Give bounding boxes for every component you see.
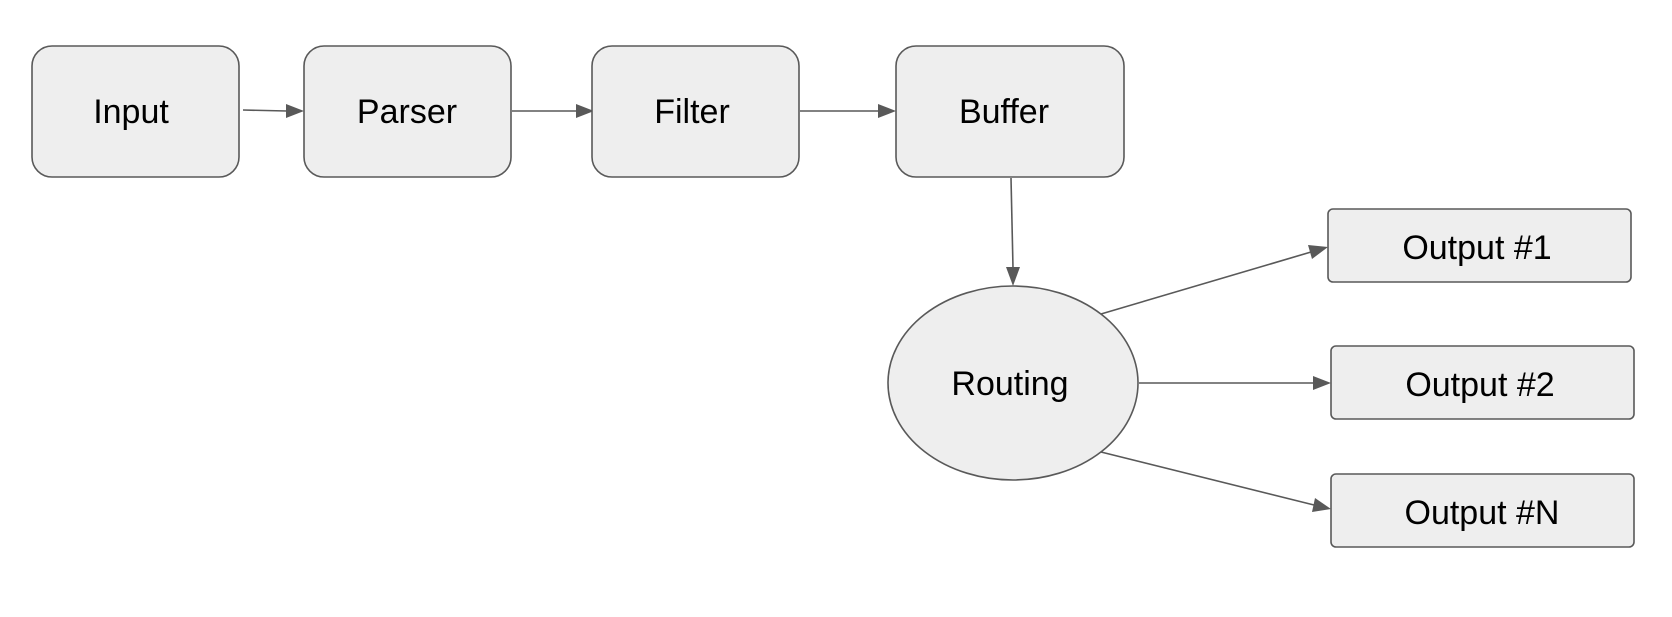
edge-routing-output2 [1139, 376, 1331, 390]
node-routing: Routing [887, 285, 1139, 481]
edge-parser-filter [512, 104, 594, 118]
node-label: Parser [357, 93, 457, 131]
node-label: Buffer [959, 93, 1049, 131]
node-label: Input [93, 93, 169, 131]
node-output-2: Output #2 [1330, 345, 1635, 420]
node-output-n: Output #N [1330, 473, 1635, 548]
node-output-1: Output #1 [1327, 208, 1632, 283]
node-filter: Filter [591, 45, 800, 178]
edge-input-parser [242, 104, 304, 118]
node-label: Output #1 [1402, 229, 1551, 267]
node-input: Input [31, 45, 240, 178]
node-label: Filter [654, 93, 730, 131]
node-label: Routing [951, 365, 1068, 403]
node-parser: Parser [303, 45, 512, 178]
edge-routing-outputN [1100, 451, 1331, 512]
node-buffer: Buffer [895, 45, 1125, 178]
edge-routing-output1 [1100, 245, 1328, 315]
node-label: Output #N [1405, 494, 1560, 532]
edge-filter-buffer [800, 104, 896, 118]
edges [242, 104, 1331, 512]
edge-buffer-routing [1006, 177, 1020, 286]
node-label: Output #2 [1405, 366, 1554, 404]
